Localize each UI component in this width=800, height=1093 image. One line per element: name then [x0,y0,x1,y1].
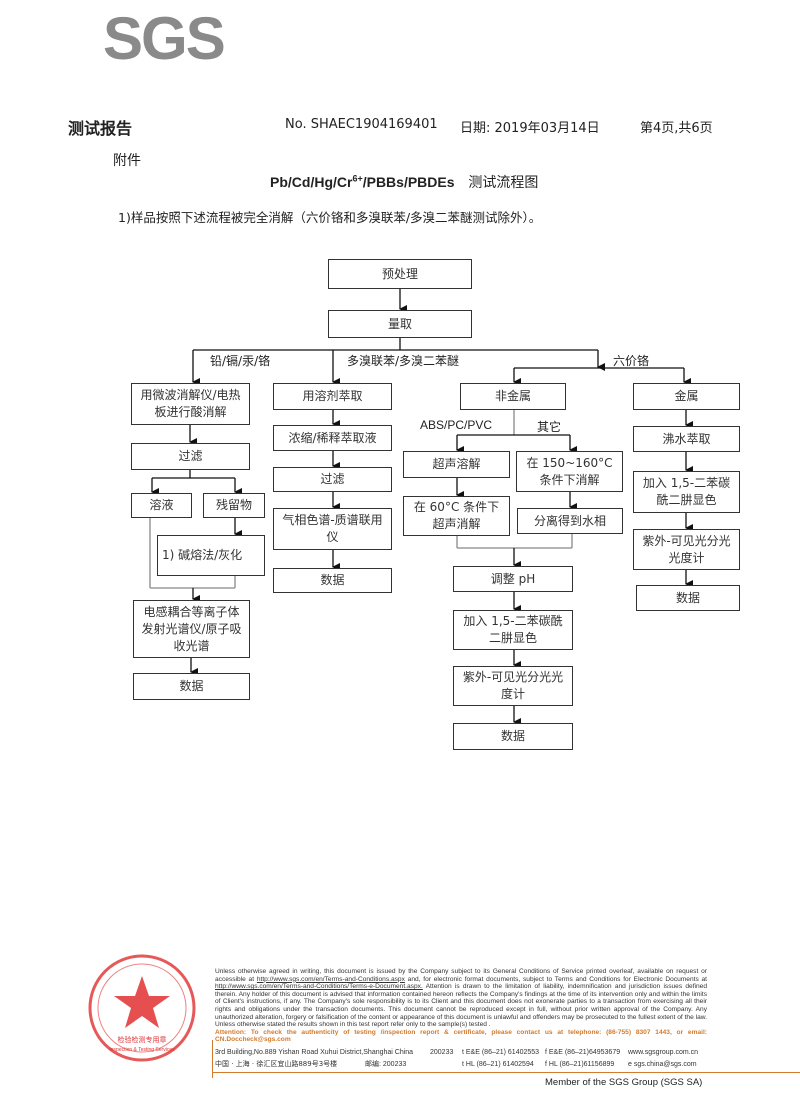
step-nonmetal: 非金属 [460,383,566,410]
legal-disclaimer: Unless otherwise agreed in writing, this… [215,968,708,1044]
step-solvent-extraction: 用溶剂萃取 [273,383,392,410]
step-separate-aqueous: 分离得到水相 [517,508,623,534]
step-pretreatment: 预处理 [328,259,472,289]
address-row-cn: 中国 · 上海 · 徐汇区宜山路889号3号楼 邮编: 200233 t HL … [215,1060,707,1069]
svg-text:检验检测专用章: 检验检测专用章 [118,1035,167,1044]
fax-ee: f E&E (86–21)64953679 [545,1049,621,1056]
flowchart-connectors [149,289,693,726]
member-text: Member of the SGS Group (SGS SA) [545,1077,703,1088]
step-filter: 过滤 [131,443,250,470]
address-row-en: 3rd Building,No.889 Yishan Road Xuhui Di… [215,1048,707,1057]
footer-rule-vertical [212,1040,213,1078]
address-en: 3rd Building,No.889 Yishan Road Xuhui Di… [215,1049,414,1056]
attachment-label: 附件 [113,153,141,169]
step-uv-vis: 紫外-可见光分光光度计 [633,529,740,570]
step-concentrate: 浓缩/稀释萃取液 [273,425,392,451]
terms-link[interactable]: http://www.sgs.com/en/Terms-and-Conditio… [256,975,405,983]
step-filter: 过滤 [273,467,392,492]
step-color-develop: 加入 1,5-二苯碳酰二肼显色 [633,471,740,513]
doc-title: Pb/Cd/Hg/Cr6+/PBBs/PBDEs 测试流程图 [270,173,539,190]
step-data: 数据 [636,585,740,611]
authenticity-notice: Attention: To check the authenticity of … [215,1028,707,1044]
page-number: 第4页,共6页 [640,121,713,136]
step-residue: 残留物 [203,493,265,518]
address-cn: 中国 · 上海 · 徐汇区宜山路889号3号楼 [215,1060,338,1068]
inspection-seal: 检验检测专用章 Inspection & Testing Services [80,950,210,1070]
step-acid-digestion: 用微波消解仪/电热板进行酸消解 [131,383,250,425]
website[interactable]: www.sgsgroup.com.cn [628,1049,699,1056]
step-measure: 量取 [328,310,472,338]
step-solution: 溶液 [131,493,192,518]
report-title: 测试报告 [68,119,133,138]
email[interactable]: e sgs.china@sgs.com [628,1061,697,1068]
report-number: No. SHAEC1904169401 [285,117,438,132]
sgs-logo: SGS [103,5,226,72]
step-digest-150c: 在 150~160°C 条件下消解 [516,451,623,492]
branch-label-pbb: 多溴联苯/多溴二苯醚 [347,354,460,368]
step-ultrasonic-dissolve: 超声溶解 [403,451,510,478]
branch-label-cr6: 六价铬 [613,354,650,368]
branch-label-metals: 铅/镉/汞/铬 [210,354,271,368]
svg-text:Inspection & Testing Services: Inspection & Testing Services [109,1047,175,1053]
step-data: 数据 [273,568,392,593]
step-metal: 金属 [633,383,740,410]
zip-en: 200233 [430,1049,454,1056]
label-abs-pc-pvc: ABS/PC/PVC [420,418,493,432]
report-date: 日期: 2019年03月14日 [460,121,600,136]
step-color-develop: 加入 1,5-二苯碳酰二肼显色 [453,610,573,650]
label-other: 其它 [537,420,562,434]
step-boiling-water-extraction: 沸水萃取 [633,426,740,452]
intro-text: 1)样品按照下述流程被完全消解（六价铬和多溴联苯/多溴二苯醚测试除外）。 [118,210,542,225]
step-ultrasonic-60c: 在 60°C 条件下超声消解 [403,496,510,536]
step-uv-vis: 紫外-可见光分光光度计 [453,666,573,706]
step-data: 数据 [453,723,573,750]
phone-ee: t E&E (86–21) 61402553 [462,1049,540,1056]
footer-rule [212,1072,800,1073]
step-gcms: 气相色谱-质谱联用仪 [273,508,392,550]
step-adjust-ph: 调整 pH [453,566,573,592]
step-data: 数据 [133,673,250,700]
zip-cn: 邮编: 200233 [365,1061,407,1068]
fax-hl: f HL (86–21)61156899 [545,1061,615,1068]
e-terms-link[interactable]: http://www.sgs.com/en/Terms-and-Conditio… [215,983,423,991]
footer: Unless otherwise agreed in writing, this… [215,968,707,1069]
step-alkali-fusion: 1) 碱熔法/灰化 [157,535,265,576]
phone-hl: t HL (86–21) 61402594 [462,1061,534,1068]
step-icp: 电感耦合等离子体发射光谱仪/原子吸收光谱 [133,600,250,658]
